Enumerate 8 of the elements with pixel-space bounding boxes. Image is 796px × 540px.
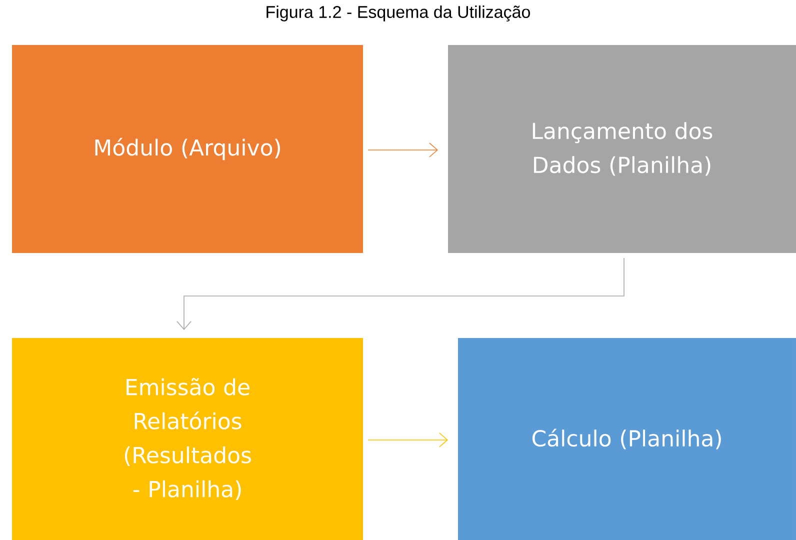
arrow [176,258,624,330]
process-box: Lançamento dos Dados (Planilha) [448,45,796,253]
arrow [368,432,448,448]
figure-title: Figura 1.2 - Esquema da Utilização [266,6,530,22]
process-box: Emissão de Relatórios (Resultados - Planilha) [12,338,363,540]
process-box: Módulo (Arquivo) [12,45,363,253]
arrow [368,142,438,158]
process-box: Cálculo (Planilha) [458,338,796,540]
